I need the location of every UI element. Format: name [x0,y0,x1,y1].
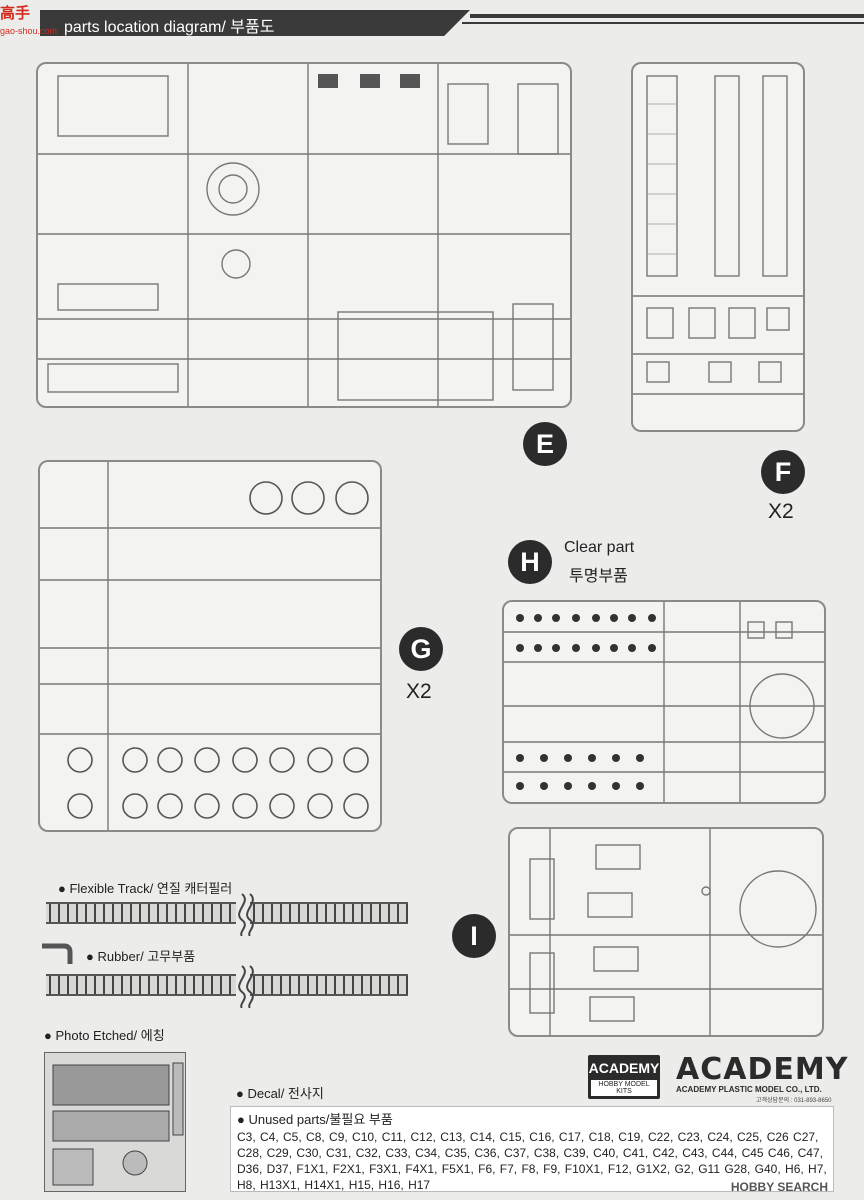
unused-parts-title: ● Unused parts/불필요 부품 [237,1112,393,1127]
clear-part-label-ko: 투명부품 [569,568,628,585]
track-break-icon [238,893,254,936]
academy-phone: 고객상담문의 : 031-893-8650 [756,1098,832,1104]
sprue-e-drawing [38,64,570,406]
photo-etched-drawing [52,1062,184,1186]
sprue-i-drawing [510,829,822,1035]
flexible-track-right [250,902,408,924]
sprue-h-badge: H [508,540,552,584]
sprue-g-frame [38,460,382,832]
rubber-bend-icon [42,943,73,964]
flexible-track-label: ● Flexible Track/ 연질 캐터필러 [58,881,233,896]
sprue-h-frame [502,600,826,804]
photo-etched-label: ● Photo Etched/ 에칭 [44,1028,165,1043]
rubber-track-right [250,974,408,996]
header-rule-thin [462,22,864,24]
header-bar [40,10,470,36]
page-title: parts location diagram/ 부품도 [64,19,275,36]
sprue-f-badge: F [761,450,805,494]
sprue-f-multiplier: X2 [768,500,794,523]
unused-parts-list: C3, C4, C5, C8, C9, C10, C11, C12, C13, … [237,1130,827,1192]
sprue-i-badge: I [452,914,496,958]
hobby-search-watermark: HOBBY SEARCH [730,1180,828,1194]
sprue-e-frame [36,62,572,408]
watermark-logo: 高手 [0,5,31,22]
academy-box-logo: ACADEMY HOBBY MODEL KITS [588,1055,660,1099]
sprue-h-drawing [504,602,824,802]
rubber-label: ● Rubber/ 고무부품 [86,949,196,964]
sprue-i-frame [508,827,824,1037]
watermark-url: gao-shou.com [0,26,58,36]
academy-company: ACADEMY PLASTIC MODEL CO., LTD. [676,1085,822,1094]
decal-label: ● Decal/ 전사지 [236,1086,324,1101]
sprue-f-frame [631,62,805,432]
academy-box-sub: HOBBY MODEL KITS [591,1080,657,1096]
flexible-track-left [46,902,236,924]
rubber-break-icon [238,965,254,1008]
academy-box-name: ACADEMY [588,1060,660,1076]
rubber-track-left [46,974,236,996]
sprue-f-drawing [633,75,803,395]
photo-etched-sheet [44,1052,186,1192]
sprue-g-multiplier: X2 [406,680,432,703]
academy-wordmark: ACADEMY [676,1052,849,1087]
unused-parts-box: ● Unused parts/불필요 부품 C3, C4, C5, C8, C9… [230,1106,834,1192]
sprue-e-badge: E [523,422,567,466]
clear-part-label: Clear part [564,539,635,556]
sprue-g-badge: G [399,627,443,671]
sprue-g-drawing [40,462,380,830]
header-rule [470,14,864,18]
